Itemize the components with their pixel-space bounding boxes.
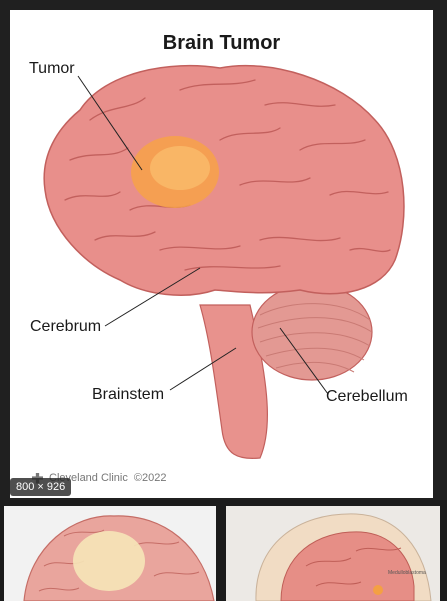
copyright-text: ©2022 [133,472,167,484]
image-viewer: Brain Tumor Tumor Cerebrum Brainstem Cer… [10,10,433,498]
tumor-highlight [150,146,210,190]
image-dimensions-badge: 800 × 926 [10,478,72,496]
cerebellum-shape [251,283,373,381]
label-tumor: Tumor [29,60,75,77]
label-cerebellum: Cerebellum [326,388,408,405]
brain-tumor-thumbnail[interactable] [4,506,216,601]
medulloblastoma-thumbnail[interactable]: Medulloblastoma [226,506,440,601]
label-cerebrum: Cerebrum [30,318,102,335]
cerebellum-folds [257,303,373,373]
brain-tumor-illustration[interactable]: Brain Tumor Tumor Cerebrum Brainstem Cer… [10,10,433,498]
cerebrum-shape [43,64,405,296]
thumbnail-caption: Medulloblastoma [388,570,426,576]
thumbnail-head-image [226,506,440,601]
figure-title: Brain Tumor [162,32,281,54]
thumbnail-brain-image [4,506,216,601]
leader-lines [77,75,329,395]
brain-diagram [43,64,405,459]
label-brainstem: Brainstem [92,386,165,403]
brainstem-shape [199,304,268,459]
cerebrum-gyri [64,79,391,271]
